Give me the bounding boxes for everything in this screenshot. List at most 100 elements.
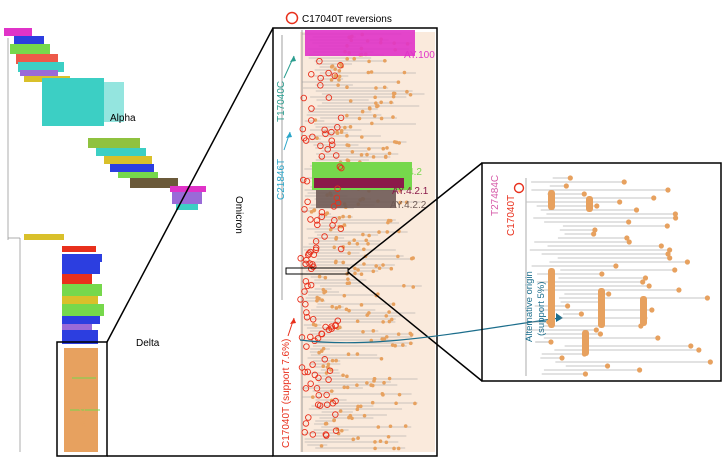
tree-tip <box>567 175 573 181</box>
reversion-marker <box>323 432 330 439</box>
tree-tip <box>411 285 416 289</box>
right-panel-frame <box>481 162 722 382</box>
reversion-marker <box>318 213 326 220</box>
right-tree-branches <box>525 175 713 377</box>
reversion-marker <box>309 133 316 141</box>
tree-tip <box>581 191 587 197</box>
reversion-marker <box>317 74 324 82</box>
tree-tip <box>352 238 356 243</box>
delta-label: Delta <box>136 338 160 349</box>
tree-tip <box>313 323 318 328</box>
tree-tip <box>377 230 381 234</box>
tip-cluster <box>582 330 589 356</box>
tree-tip <box>386 220 390 225</box>
tree-tip <box>356 436 360 440</box>
tree-tip <box>340 428 344 433</box>
tree-tip <box>361 329 365 334</box>
tree-tip <box>332 245 337 250</box>
tree-tip <box>350 149 355 154</box>
tree-tip <box>375 104 379 109</box>
tree-tip <box>592 227 598 233</box>
tree-tip <box>582 371 589 377</box>
tip-cluster <box>586 196 593 212</box>
tree-tip <box>341 373 345 378</box>
reversion-marker <box>303 256 310 264</box>
tree-tip <box>313 118 318 122</box>
tree-tip <box>404 200 409 205</box>
tree-tip <box>358 404 363 409</box>
tree-tip <box>360 135 364 139</box>
t27484c-label: T27484C <box>490 175 501 216</box>
reversion-marker <box>332 152 340 159</box>
tree-tip <box>651 195 657 201</box>
tree-tip <box>402 284 406 288</box>
reversion-marker <box>321 233 328 240</box>
tree-tip <box>362 262 366 266</box>
reversion-marker <box>338 164 345 172</box>
tree-tip <box>391 94 396 99</box>
tree-tip <box>664 223 670 229</box>
tree-tip <box>402 70 407 75</box>
tree-tip <box>411 256 415 260</box>
tree-tip <box>367 59 371 64</box>
tree-tip <box>398 200 403 205</box>
tree-tip <box>649 307 655 313</box>
tree-tip <box>356 268 360 272</box>
tree-tip <box>333 67 337 72</box>
tree-tip <box>359 272 364 276</box>
reversion-marker <box>322 130 329 138</box>
reversion-marker <box>302 420 310 427</box>
reversion-marker <box>304 282 311 290</box>
reversion-marker <box>337 61 344 69</box>
tree-tip <box>348 125 353 129</box>
reversion-marker <box>331 217 338 224</box>
tree-tip <box>597 331 604 337</box>
reversion-marker <box>330 203 338 210</box>
tree-tip <box>380 337 385 341</box>
reversion-marker <box>309 431 317 438</box>
tree-tip <box>367 233 371 238</box>
tree-tip <box>636 367 643 373</box>
reversion-marker <box>334 124 341 131</box>
tree-tip <box>341 260 346 265</box>
reversion-marker <box>318 208 326 216</box>
zoom-connector-right-top <box>347 162 483 271</box>
tree-tip <box>337 68 342 73</box>
c17040t-right-label: C17040T <box>506 195 517 236</box>
ay100-label: AY.100 <box>404 50 435 61</box>
tree-tip <box>321 346 326 351</box>
tree-tip <box>367 147 371 151</box>
tree-tip <box>563 183 569 189</box>
reversion-marker <box>325 376 332 383</box>
tree-tip <box>355 407 360 412</box>
tree-tip <box>372 114 377 118</box>
tree-tip <box>626 219 632 225</box>
reversion-marker-right <box>513 182 525 194</box>
tree-tip <box>658 243 664 249</box>
tree-tip <box>348 99 353 103</box>
ay42-label: AY.4.2 <box>394 167 422 178</box>
tree-tip <box>347 214 352 219</box>
tree-tip <box>672 267 678 273</box>
tree-tip <box>382 85 387 90</box>
reversion-marker <box>300 94 308 102</box>
reversion-marker <box>311 371 319 379</box>
tree-tip <box>339 130 344 135</box>
ay421-label: AY.4.2.1 <box>392 186 429 197</box>
tree-tip <box>396 80 401 84</box>
tree-tip <box>352 56 357 61</box>
tree-tip <box>389 100 393 105</box>
tree-tip <box>398 189 402 193</box>
tree-tip <box>344 307 349 312</box>
tree-tip <box>366 241 370 246</box>
tree-tip <box>337 78 341 82</box>
reversion-marker <box>323 391 330 399</box>
tree-tip <box>342 293 347 298</box>
tree-tip <box>594 203 600 209</box>
tree-tip <box>667 247 673 253</box>
tree-tip <box>559 355 565 361</box>
tree-tip <box>396 446 401 451</box>
tree-tip <box>394 140 399 145</box>
tip-cluster <box>548 190 555 210</box>
